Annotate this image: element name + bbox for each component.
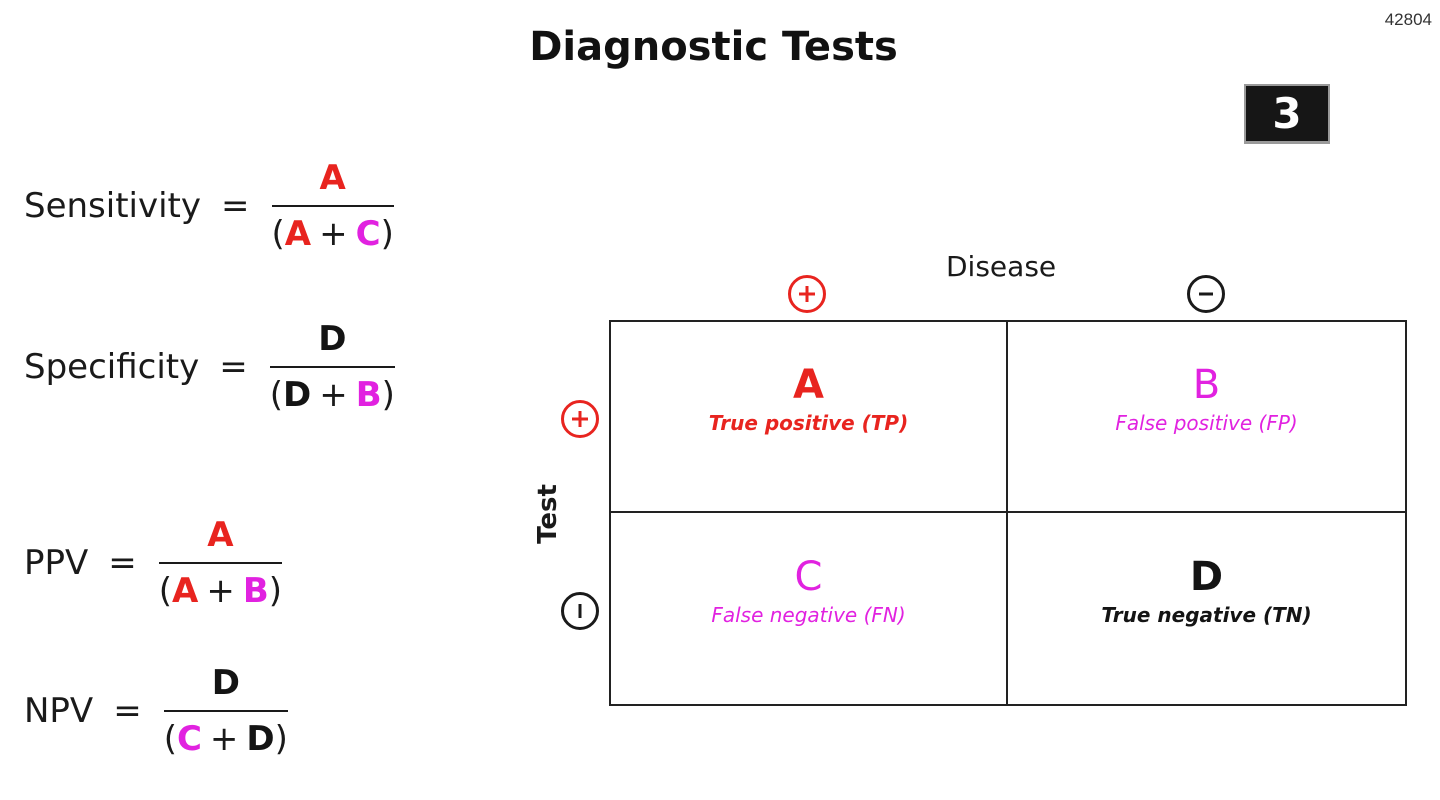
denominator-term-b: B: [242, 571, 269, 611]
equals-sign: =: [113, 691, 142, 731]
open-paren: (: [158, 571, 173, 611]
open-paren: (: [269, 375, 283, 415]
npv-formula: NPV = D (C+D): [24, 666, 288, 756]
test-axis-label: Test: [533, 484, 563, 544]
cell-false-negative: C False negative (FN): [611, 513, 1008, 704]
plus-circle-icon: [561, 400, 599, 438]
equals-sign: =: [219, 347, 248, 387]
close-paren: ): [380, 214, 394, 254]
numerator: A: [207, 515, 234, 555]
cell-false-positive: B False positive (FP): [1008, 322, 1405, 513]
equals-sign: =: [108, 543, 137, 583]
numerator: D: [318, 319, 347, 359]
plus-sign: +: [319, 214, 348, 254]
fraction-bar: [163, 710, 288, 712]
fraction: A (A+B): [158, 515, 283, 608]
cell-true-positive: A True positive (TP): [611, 322, 1008, 513]
formula-name: Sensitivity: [24, 186, 202, 226]
contingency-table: A True positive (TP) B False positive (F…: [609, 320, 1407, 706]
cell-letter: D: [1189, 553, 1224, 600]
open-paren: (: [271, 214, 285, 254]
denominator-term-c: C: [176, 719, 202, 759]
formula-name: NPV: [24, 691, 94, 731]
cell-label: True negative (TN): [1101, 602, 1312, 627]
cell-true-negative: D True negative (TN): [1008, 513, 1405, 704]
fraction: D (D+B): [269, 319, 395, 412]
denominator-term-d: D: [283, 375, 312, 415]
fraction: D (C+D): [163, 663, 288, 756]
close-paren: ): [268, 571, 283, 611]
denominator: (D+B): [270, 368, 395, 412]
plus-sign: +: [319, 375, 348, 415]
disease-axis-label: Disease: [946, 250, 1057, 283]
open-paren: (: [163, 719, 177, 759]
close-paren: ): [274, 719, 288, 759]
minus-circle-icon: [1187, 275, 1225, 313]
cell-letter: B: [1192, 361, 1221, 408]
cell-letter: A: [793, 361, 824, 408]
close-paren: ): [381, 375, 395, 415]
sensitivity-formula: Sensitivity = A (A+C): [24, 161, 394, 251]
numerator: D: [211, 663, 240, 703]
denominator: (A+B): [159, 564, 282, 608]
fraction: A (A+C): [271, 158, 394, 251]
denominator-term-b: B: [355, 375, 382, 415]
cell-label: True positive (TP): [708, 410, 909, 435]
denominator-term-c: C: [355, 214, 381, 254]
formula-name: Specificity: [24, 347, 200, 387]
page-title: Diagnostic Tests: [529, 24, 898, 70]
denominator-term-a: A: [172, 571, 199, 611]
fraction-bar: [158, 562, 283, 564]
minus-circle-icon: [561, 592, 599, 630]
denominator: (A+C): [272, 207, 394, 251]
denominator-term-a: A: [284, 214, 312, 254]
denominator-term-d: D: [246, 719, 275, 759]
equals-sign: =: [221, 186, 250, 226]
ppv-formula: PPV = A (A+B): [24, 515, 283, 608]
numerator: A: [319, 158, 346, 198]
cell-label: False negative (FN): [711, 602, 906, 627]
plus-circle-icon: [788, 275, 826, 313]
slide-number-badge: 3: [1244, 84, 1330, 144]
cell-label: False positive (FP): [1115, 410, 1298, 435]
plus-sign: +: [206, 571, 235, 611]
plus-sign: +: [209, 719, 239, 759]
formula-name: PPV: [24, 543, 89, 583]
cell-letter: C: [794, 553, 823, 600]
slide-id: 42804: [1384, 10, 1432, 29]
fraction-bar: [269, 366, 395, 368]
denominator: (C+D): [164, 712, 288, 756]
specificity-formula: Specificity = D (D+B): [24, 322, 395, 412]
fraction-bar: [271, 205, 394, 207]
